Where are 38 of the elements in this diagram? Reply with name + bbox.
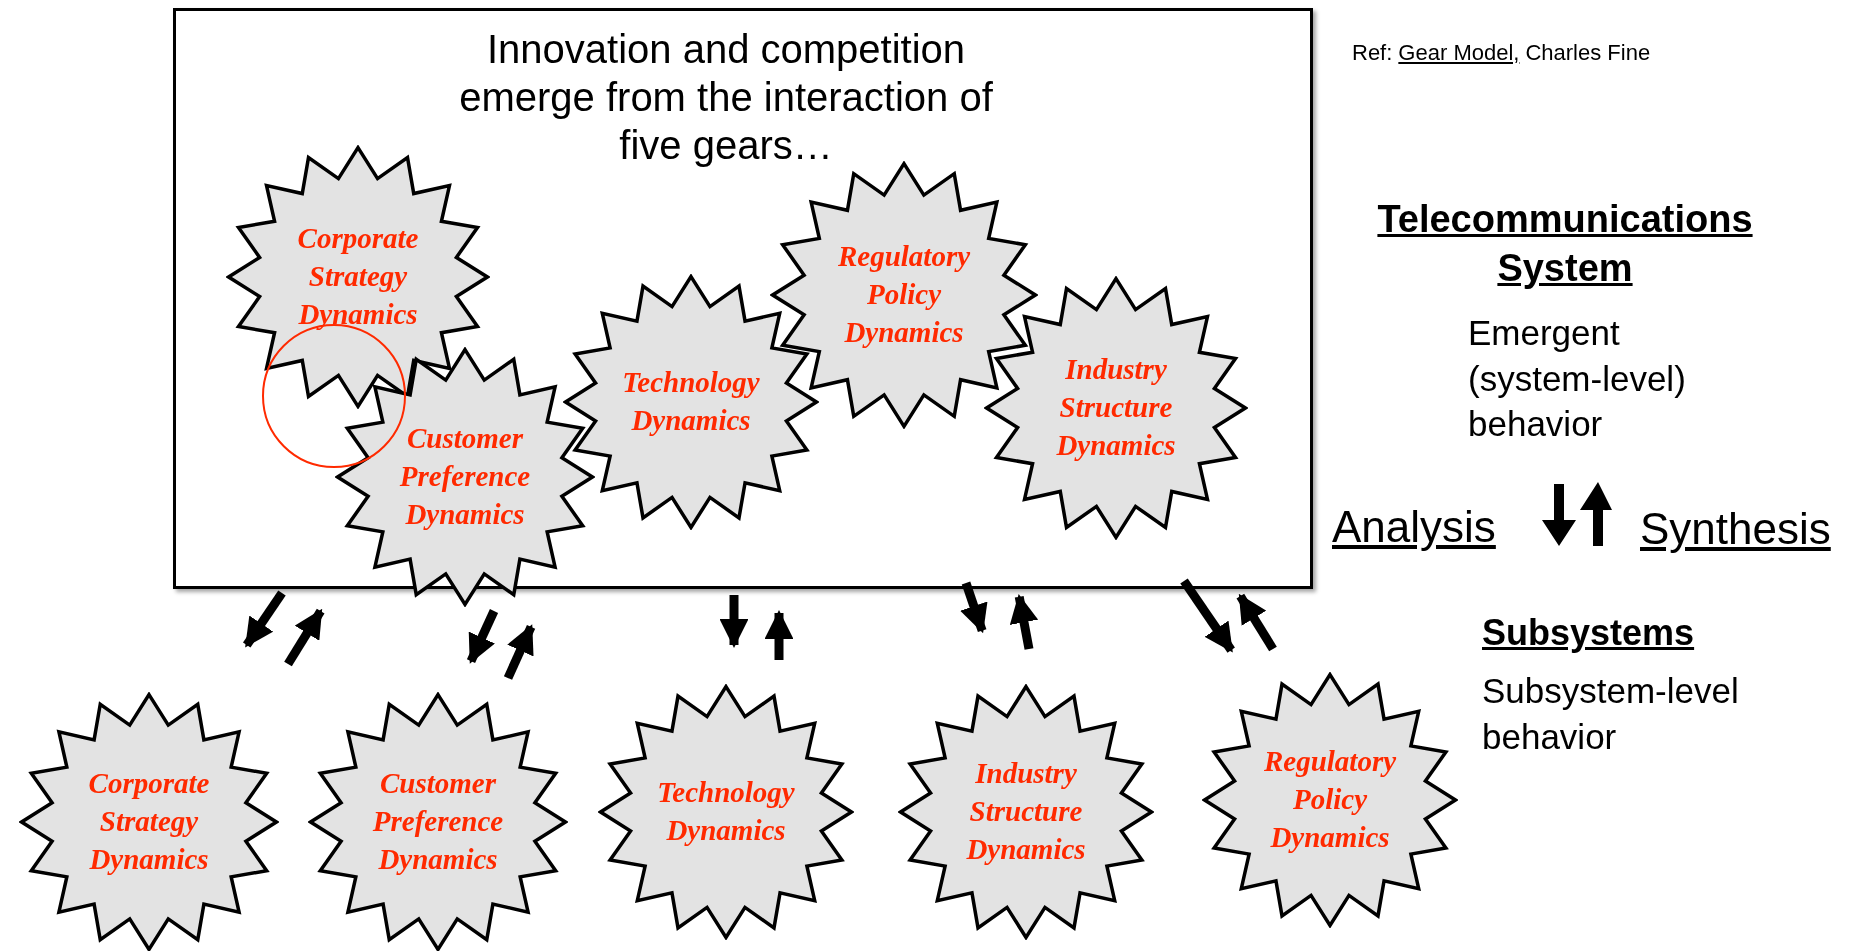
reference-label: Ref: [1352,39,1393,67]
gear [308,692,568,951]
gear-label: Customer Preference Dynamics [398,421,532,532]
gear-label: Corporate Strategy Dynamics [87,766,211,877]
gear-label: Technology Dynamics [621,365,761,438]
gear [898,684,1154,940]
gear [1202,672,1458,928]
gear-label: Corporate Strategy Dynamics [296,221,420,332]
arrow [1180,578,1235,653]
gear-label: Customer Preference Dynamics [371,766,505,877]
arrow [284,608,325,667]
gear [19,692,279,951]
reference-author: Charles Fine [1525,39,1651,67]
description: Subsystem-level behavior [1482,670,1740,758]
arrow [466,609,499,664]
analysis-label: Analysis [1332,501,1496,553]
frame-title: Innovation and competition emerge from the interaction of five gears… [458,26,994,169]
description: Emergent (system-level) behavior [1468,312,1687,445]
gear [335,347,595,607]
arrow [719,595,749,648]
arrow [764,610,794,660]
gear-label: Regulatory Policy Dynamics [836,239,972,350]
arrow [1009,593,1039,650]
arrow [503,624,536,680]
gear-label: Regulatory Policy Dynamics [1262,744,1398,855]
arrow [960,581,988,634]
gear [984,276,1248,540]
gear-label: Industry Structure Dynamics [965,756,1087,867]
reference-title: Gear Model, [1398,39,1520,67]
synthesis-label: Synthesis [1640,503,1831,555]
heading: Telecommunications System [1376,197,1754,292]
gear-label: Industry Structure Dynamics [1055,352,1177,463]
gear [598,684,854,940]
arrow [1236,593,1277,652]
gear-label: Technology Dynamics [656,775,796,848]
gear [563,274,819,530]
gear [226,145,490,409]
heading: Subsystems [1482,611,1695,655]
